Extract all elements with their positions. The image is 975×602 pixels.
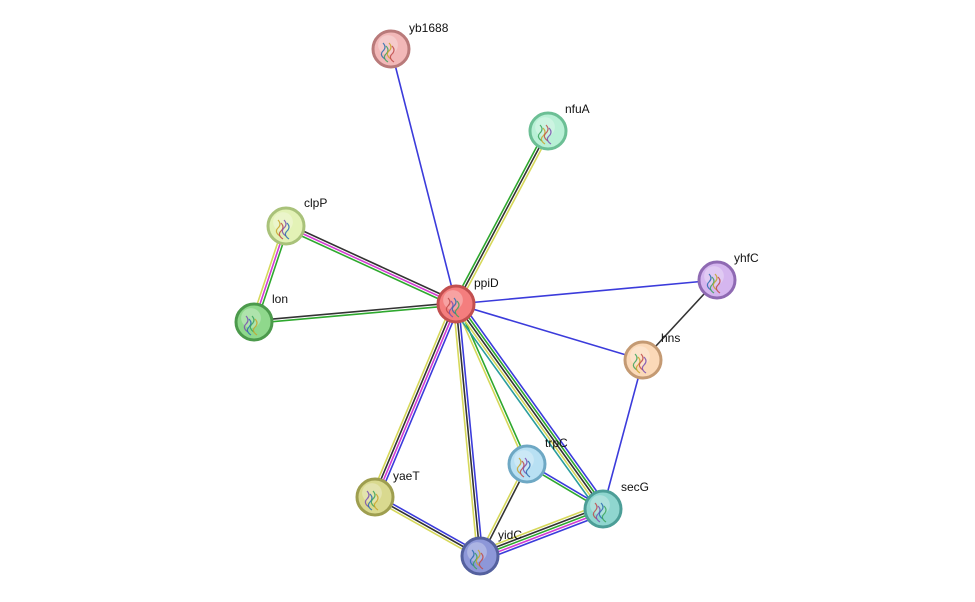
edge-evidence-line-yellow [457,131,552,307]
edge-evidence-line-green [457,301,606,509]
edge-evidence-line-magenta [285,225,457,305]
edge-evidence-line-green [456,302,529,465]
edge-evidence-line-yellow [370,301,454,497]
edge-yaeT-yidC[interactable] [372,493,483,560]
edge-ppiD-nfuA[interactable] [452,128,552,307]
nodes-layer: yb1688 nfuA clpP ppiD lon yhfC hns trpC secG yaeT… [234,21,759,576]
edge-evidence-line-magenta [480,510,605,560]
edge-evidence-line-blue [377,304,461,500]
edge-evidence-line-yellow [372,498,480,560]
edge-hns-secG[interactable] [602,359,644,510]
node-highlight [241,308,261,328]
edge-ppiD-lon[interactable] [253,301,457,325]
edge-evidence-line-black [478,505,603,555]
edge-evidence-line-teal [450,306,600,513]
edge-evidence-line-blue [390,48,457,305]
protein-structure-icon [445,297,460,318]
edge-evidence-line-green [284,227,456,308]
node-label-yidC: yidC [498,528,522,542]
node-trpC[interactable]: trpC [507,436,568,484]
node-label-yb1688: yb1688 [409,21,449,35]
node-label-nfuA: nfuA [565,102,590,116]
node-clpP[interactable]: clpP [266,196,327,246]
node-highlight [443,290,463,310]
node-highlight [590,495,610,515]
node-hns[interactable]: hns [623,331,680,380]
node-ppiD[interactable]: ppiD [436,276,499,324]
node-highlight [704,266,724,286]
node-nfuA[interactable]: nfuA [528,102,590,151]
protein-structure-icon [380,42,395,63]
edge-evidence-line-yellow [477,503,602,552]
protein-structure-icon [592,502,607,523]
edge-evidence-line-blue [481,513,606,562]
node-yhfC[interactable]: yhfC [697,251,759,300]
node-highlight [378,35,398,55]
edge-ppiD-yaeT[interactable] [370,301,461,500]
edge-evidence-line-green [452,128,547,304]
protein-structure-icon [364,490,379,511]
node-label-lon: lon [272,292,288,306]
edge-evidence-line-blue [455,279,718,305]
node-label-secG: secG [621,480,649,494]
node-yb1688[interactable]: yb1688 [371,21,449,69]
edge-ppiD-hns[interactable] [455,303,644,361]
edge-secG-yidC[interactable] [477,503,606,562]
edge-evidence-line-magenta [375,303,458,499]
edge-evidence-line-blue [455,303,644,361]
node-label-yhfC: yhfC [734,251,759,265]
node-highlight [273,212,293,232]
edge-ppiD-yidC[interactable] [452,302,484,558]
node-highlight [467,542,487,562]
edge-evidence-line-blue [457,302,484,557]
node-label-trpC: trpC [545,436,568,450]
node-highlight [362,483,382,503]
edge-evidence-line-blue [459,300,609,507]
node-label-clpP: clpP [304,196,327,210]
edge-evidence-line-blue [375,493,483,555]
edge-evidence-line-black [253,301,457,322]
node-yidC[interactable]: yidC [460,528,522,576]
node-highlight [630,346,650,366]
edge-evidence-line-blue [602,359,644,510]
node-label-ppiD: ppiD [474,276,499,290]
edge-evidence-line-yellow [453,304,602,512]
edge-ppiD-secG[interactable] [450,300,609,513]
protein-structure-icon [706,273,721,294]
edge-evidence-line-black [455,130,549,305]
edge-evidence-line-black [286,222,458,303]
edge-evidence-line-green [253,304,457,325]
protein-structure-icon [516,457,531,478]
edge-evidence-line-black [455,303,604,510]
edge-ppiD-yhfC[interactable] [455,279,718,305]
edge-evidence-line-black [374,496,481,557]
protein-structure-icon [537,124,552,145]
protein-structure-icon [632,353,647,374]
node-secG[interactable]: secG [583,480,649,529]
edge-evidence-line-black [455,303,481,557]
node-lon[interactable]: lon [234,292,288,342]
protein-structure-icon [243,315,258,336]
node-label-hns: hns [661,331,680,345]
node-highlight [514,450,534,470]
protein-structure-icon [469,549,484,570]
protein-structure-icon [275,219,290,240]
edge-evidence-line-yellow [454,303,527,466]
edge-ppiD-clpP[interactable] [284,222,458,308]
node-label-yaeT: yaeT [393,469,420,483]
node-yaeT[interactable]: yaeT [355,469,420,517]
edge-evidence-line-yellow [452,303,479,558]
edge-evidence-line-green [479,508,604,557]
node-highlight [535,117,555,137]
edge-evidence-line-black [373,302,456,498]
edge-ppiD-yb1688[interactable] [390,48,457,305]
